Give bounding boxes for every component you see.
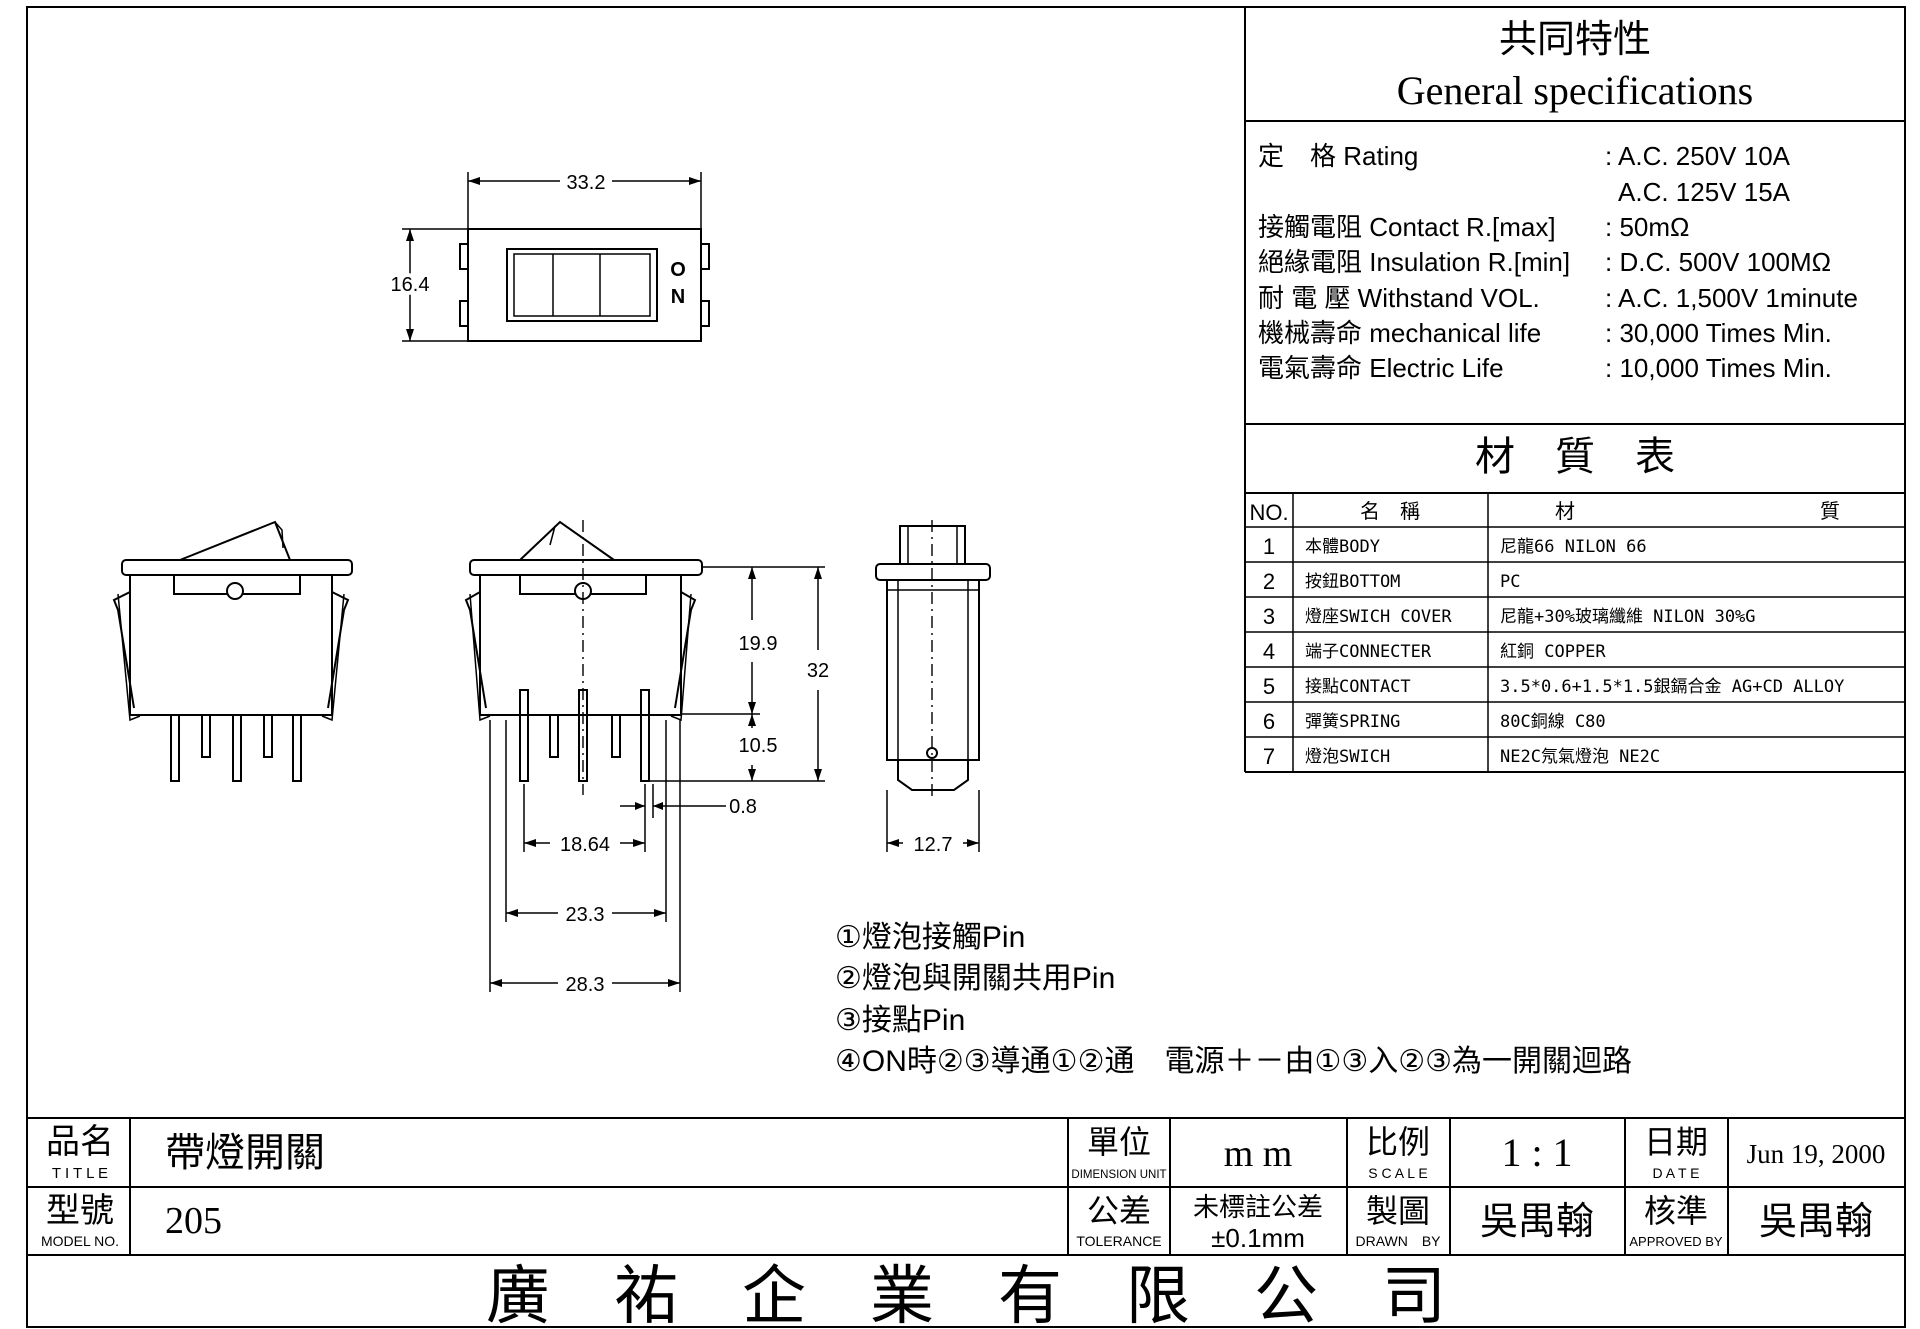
note-line-4: ④ON時②③導通①②通 電源＋－由①③入②③為一開關迴路 [835, 1045, 1632, 1078]
tolerance-value: ±0.1mm [1211, 1223, 1305, 1253]
spec-label-mechanical: 機械壽命 mechanical life [1258, 318, 1541, 348]
tolerance-label: 公差 [1087, 1193, 1151, 1229]
dim-body-height: 19.9 [739, 633, 778, 655]
materials-row-name: 燈泡SWICH [1305, 747, 1390, 767]
approved-label: 核準 [1644, 1193, 1708, 1229]
spec-value-rating-2: A.C. 125V 15A [1605, 177, 1791, 207]
materials-row-material: 3.5*0.6+1.5*1.5銀鎘合金 AG+CD ALLOY [1500, 677, 1844, 697]
date-value: Jun 19, 2000 [1747, 1139, 1886, 1169]
date-label: 日期 [1644, 1124, 1708, 1160]
company-name: 廣 祐 企 業 有 限 公 司 [486, 1261, 1446, 1329]
title-label: 品名 [46, 1123, 114, 1161]
spec-title-cn: 共同特性 [1499, 19, 1651, 61]
drawn-label: 製圖 [1366, 1193, 1430, 1229]
dim-body-width: 23.3 [566, 904, 605, 926]
materials-row-name: 接點CONTACT [1305, 677, 1411, 697]
materials-row-no: 5 [1263, 674, 1275, 699]
note-line-3: ③接點Pin [835, 1004, 965, 1037]
front-view-plain [112, 520, 353, 782]
materials-row-no: 6 [1263, 709, 1275, 734]
front-view-dimensioned: 19.9 10.5 32 0.8 18.64 23.3 [464, 520, 829, 996]
spec-rows: 定 格 Rating : A.C. 250V 10A A.C. 125V 15A… [1258, 141, 1858, 383]
materials-row-material: 紅銅 COPPER [1500, 642, 1606, 662]
materials-row-name: 本體BODY [1305, 537, 1380, 557]
spec-label-insulation: 絕緣電阻 Insulation R.[min] [1258, 247, 1570, 277]
approved-label-en: APPROVED BY [1629, 1234, 1723, 1249]
spec-label-rating: 定 格 Rating [1258, 141, 1418, 171]
dim-pin-length: 10.5 [739, 735, 778, 757]
scale-label-en: S C A L E [1368, 1165, 1427, 1181]
materials-row-material: 80C銅線 C80 [1500, 712, 1606, 732]
dim-top-height: 16.4 [391, 274, 430, 296]
spec-value-mechanical: : 30,000 Times Min. [1605, 318, 1832, 348]
tolerance-value-cn: 未標註公差 [1193, 1193, 1323, 1222]
scale-value: 1 : 1 [1501, 1130, 1572, 1175]
spec-value-rating: : A.C. 250V 10A [1605, 141, 1791, 171]
materials-header-name: 名 稱 [1360, 500, 1420, 523]
title-value: 帶燈開關 [165, 1131, 325, 1175]
approved-value: 吳禺翰 [1759, 1201, 1873, 1243]
note-line-2: ②燈泡與開關共用Pin [835, 962, 1115, 995]
scale-label: 比例 [1366, 1124, 1430, 1160]
model-label-en: MODEL NO. [41, 1233, 119, 1249]
drawn-value: 吳禺翰 [1480, 1201, 1594, 1243]
side-view: 12.7 [875, 520, 991, 856]
materials-header-mat-b: 質 [1820, 500, 1840, 523]
dim-side-width: 12.7 [914, 834, 953, 856]
drawn-label-en: DRAWN BY [1355, 1233, 1441, 1249]
materials-row-name: 按鈕BOTTOM [1305, 572, 1400, 592]
model-label: 型號 [46, 1192, 114, 1230]
dim-pin-spacing: 18.64 [560, 834, 610, 856]
general-spec-panel: 共同特性 General specifications 定 格 Rating :… [1244, 7, 1905, 772]
unit-label-en: DIMENSION UNIT [1071, 1169, 1166, 1181]
materials-row-no: 3 [1263, 604, 1275, 629]
dim-top-width: 33.2 [567, 172, 606, 194]
materials-row-no: 7 [1263, 744, 1275, 769]
materials-table: 材 質 表 NO. 名 稱 材 質 1 本體BODY 尼龍66 NILON 66… [1245, 434, 1905, 773]
materials-row-no: 4 [1263, 639, 1275, 664]
dim-flange-width: 28.3 [566, 974, 605, 996]
unit-value: m m [1224, 1133, 1293, 1175]
spec-value-electric: : 10,000 Times Min. [1605, 353, 1832, 383]
spec-label-electric: 電氣壽命 Electric Life [1258, 353, 1504, 383]
title-block: 品名 T I T L E 帶燈開關 型號 MODEL NO. 205 單位 DI… [27, 1117, 1905, 1329]
materials-row-name: 端子CONNECTER [1305, 642, 1432, 662]
materials-row-material: NE2C氖氣燈泡 NE2C [1500, 747, 1660, 767]
unit-label: 單位 [1087, 1124, 1151, 1160]
materials-title: 材 質 表 [1475, 434, 1675, 479]
materials-row-material: 尼龍66 NILON 66 [1500, 537, 1647, 557]
tolerance-label-en: TOLERANCE [1076, 1233, 1161, 1249]
materials-row-name: 彈簧SPRING [1305, 712, 1400, 732]
model-value: 205 [165, 1200, 222, 1242]
dim-pin-thickness: 0.8 [729, 796, 757, 818]
spec-label-withstand: 耐 電 壓 Withstand VOL. [1258, 283, 1540, 313]
spec-label-contact: 接觸電阻 Contact R.[max] [1258, 212, 1556, 242]
materials-row-no: 1 [1263, 534, 1275, 559]
top-view: O N 33.2 16.4 [387, 172, 710, 342]
spec-value-withstand: : A.C. 1,500V 1minute [1605, 283, 1858, 313]
switch-mark-n: N [671, 286, 685, 308]
dim-total-height: 32 [807, 660, 829, 682]
note-line-1: ①燈泡接觸Pin [835, 921, 1025, 954]
spec-value-insulation: : D.C. 500V 100MΩ [1605, 247, 1831, 277]
materials-header-no: NO. [1249, 500, 1288, 525]
materials-row-no: 2 [1263, 569, 1275, 594]
materials-row-material: 尼龍+30%玻璃纖維 NILON 30%G [1500, 607, 1756, 627]
pin-notes: ①燈泡接觸Pin ②燈泡與開關共用Pin ③接點Pin ④ON時②③導通①②通 … [835, 921, 1632, 1078]
materials-row-name: 燈座SWICH COVER [1305, 607, 1452, 627]
title-label-en: T I T L E [52, 1165, 108, 1182]
date-label-en: D A T E [1653, 1165, 1700, 1181]
materials-header-mat-a: 材 [1555, 500, 1575, 523]
switch-mark-o: O [670, 259, 686, 281]
spec-value-contact: : 50mΩ [1605, 212, 1689, 242]
spec-title-en: General specifications [1397, 68, 1754, 113]
materials-row-material: PC [1500, 572, 1520, 592]
